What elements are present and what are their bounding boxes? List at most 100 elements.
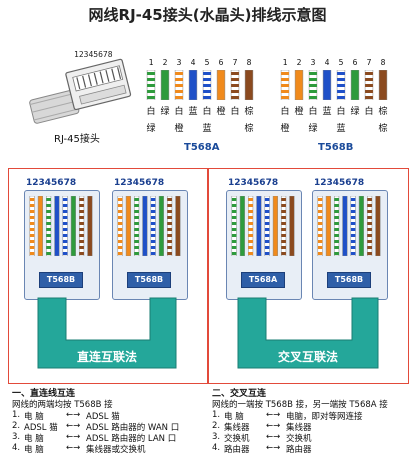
wire-stripe	[134, 204, 139, 207]
connector-wires	[317, 196, 381, 256]
wire-4	[256, 196, 262, 256]
wire-5	[62, 196, 68, 256]
wire-stripe	[167, 252, 172, 255]
wire-stripe	[350, 210, 356, 213]
wire-stripe	[167, 234, 172, 237]
wire-stripe	[79, 240, 84, 243]
wire-stripe	[309, 78, 317, 81]
note-row-left: ADSL 猫	[24, 423, 58, 433]
wire-color-char: 蓝	[202, 124, 212, 134]
wire-stripe	[317, 228, 323, 231]
wire-stripe	[29, 234, 35, 237]
wire-stripe	[29, 204, 35, 207]
wire-color-char: 绿	[146, 124, 156, 134]
note-row-right: 电脑，即对等网连接	[286, 412, 363, 422]
wire-stripe	[46, 252, 51, 255]
wire-8	[378, 70, 388, 100]
note-row-left: 电 脑	[24, 434, 44, 444]
wire-stripe	[281, 210, 286, 213]
note-row-right: 路由器	[286, 445, 312, 455]
wire-stripe	[350, 246, 356, 249]
connector-wires	[231, 196, 295, 256]
wire-stripe	[317, 204, 323, 207]
wire-stripe	[167, 216, 172, 219]
note-row-arrow: ←→	[66, 421, 81, 431]
wire-1	[317, 196, 323, 256]
wire-stripe	[117, 240, 123, 243]
wire-stripe	[167, 198, 172, 201]
wire-color-char: 棕	[244, 124, 254, 134]
wire-stripe	[365, 84, 373, 87]
wire-stripe	[231, 90, 239, 93]
pin-number: 8	[380, 58, 386, 67]
wire-color-char: 绿	[308, 124, 318, 134]
wire-stripe	[365, 90, 373, 93]
note-row-arrow: ←→	[266, 443, 281, 453]
pin-number: 3	[310, 58, 316, 67]
wire-2	[239, 196, 245, 256]
straight-cable-title: 直连互联法	[76, 350, 137, 364]
wire-2	[325, 196, 331, 256]
wire-stripe	[350, 228, 356, 231]
wire-stripe	[281, 246, 286, 249]
wire-stripe	[175, 84, 183, 87]
wire-color-char: 橙	[294, 107, 304, 117]
wire-stripe	[231, 234, 237, 237]
wire-stripe	[317, 246, 323, 249]
wire-stripe	[203, 96, 211, 99]
wire-stripe	[317, 234, 323, 237]
wire-stripe	[231, 216, 237, 219]
wire-color-char: 白	[280, 107, 290, 117]
wire-stripe	[334, 234, 339, 237]
pin-number: 3	[176, 58, 182, 67]
pin-number: 4	[190, 58, 196, 67]
wire-stripe	[337, 72, 345, 75]
wire-8	[175, 196, 181, 256]
wire-stripe	[264, 252, 270, 255]
wire-stripe	[46, 234, 51, 237]
wire-1	[231, 196, 237, 256]
wire-stripe	[231, 204, 237, 207]
wire-stripe	[231, 198, 237, 201]
wire-stripe	[264, 240, 270, 243]
wire-stripe	[46, 216, 51, 219]
wire-stripe	[134, 210, 139, 213]
wire-stripe	[29, 210, 35, 213]
wire-set-t568b	[280, 70, 388, 100]
wire-stripe	[281, 204, 286, 207]
wire-stripe	[334, 216, 339, 219]
wire-stripe	[350, 240, 356, 243]
wire-stripe	[264, 222, 270, 225]
wire-color-char: 绿	[350, 107, 360, 117]
pin-number: 7	[366, 58, 372, 67]
wire-stripe	[150, 204, 156, 207]
crossover-heading: 二、交叉互连	[212, 389, 267, 399]
wire-stripe	[79, 234, 84, 237]
wire-stripe	[367, 216, 372, 219]
pin-number: 5	[338, 58, 344, 67]
wire-stripe	[317, 198, 323, 201]
wire-stripe	[231, 72, 239, 75]
wire-color-char: 白	[174, 107, 184, 117]
pin-number: 6	[218, 58, 224, 67]
page-title: 网线RJ-45接头(水晶头)排线示意图	[88, 6, 327, 24]
wire-stripe	[309, 84, 317, 87]
wire-stripe	[248, 228, 253, 231]
wire-stripe	[334, 204, 339, 207]
wire-stripe	[79, 216, 84, 219]
wire-stripe	[117, 252, 123, 255]
wire-stripe	[46, 222, 51, 225]
wire-stripe	[29, 228, 35, 231]
wire-color-char: 白	[336, 107, 346, 117]
pin-number: 1	[282, 58, 288, 67]
connector-pin-numbers: 12345678	[314, 178, 365, 188]
wire-stripe	[367, 234, 372, 237]
wire-stripe	[62, 204, 68, 207]
wire-stripe	[281, 234, 286, 237]
wire-stripe	[231, 222, 237, 225]
wire-stripe	[248, 216, 253, 219]
wire-4	[188, 70, 198, 100]
wire-stripe	[150, 240, 156, 243]
wire-stripe	[248, 222, 253, 225]
